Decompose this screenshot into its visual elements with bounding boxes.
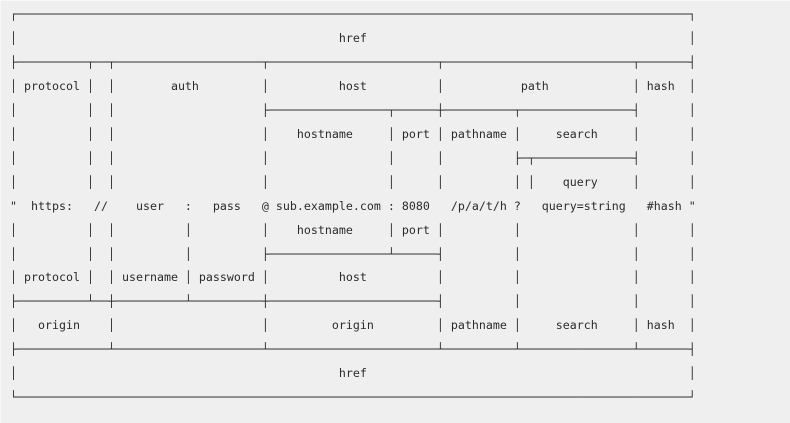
ascii-diagram-text: ┌───────────────────────────────────────… xyxy=(10,7,696,405)
